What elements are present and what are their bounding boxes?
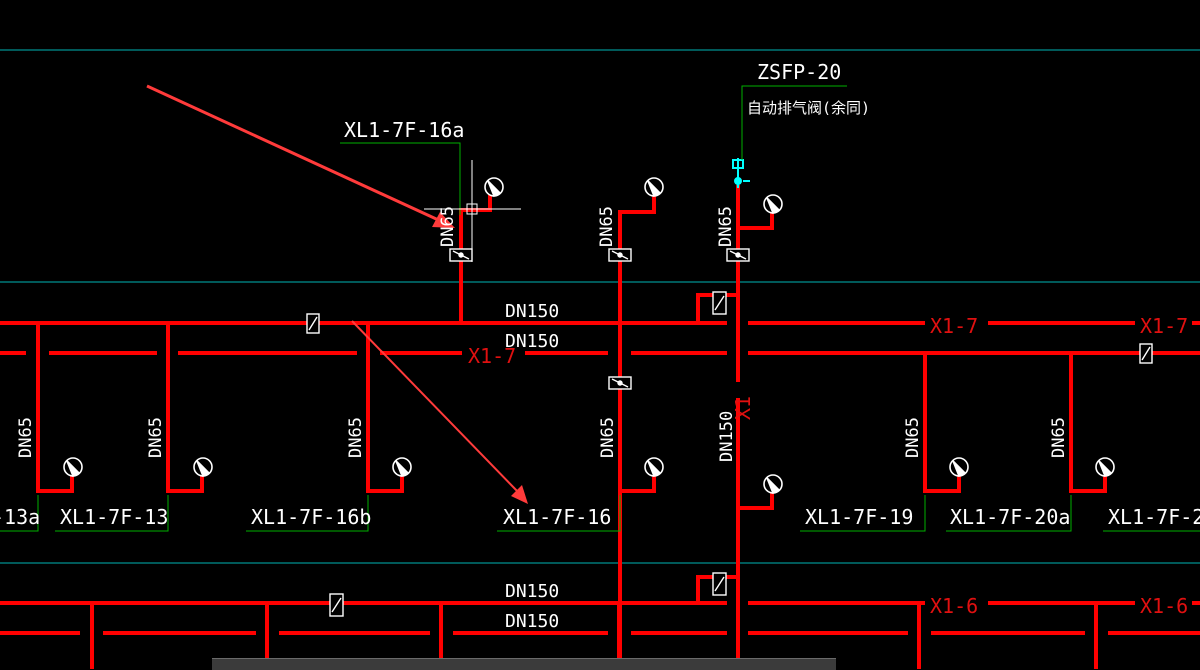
gate-valve-icon	[329, 593, 344, 617]
sprinkler-head-icon	[193, 457, 213, 478]
dn65-label: DN65	[597, 206, 617, 247]
gate-valve-icon	[449, 248, 473, 262]
sprinkler-head-icon	[763, 474, 783, 495]
sprinkler-head-icon	[63, 457, 83, 478]
riser-tag-16b: XL1-7F-16b	[251, 505, 371, 529]
dn65-label: DN65	[903, 417, 923, 458]
valves	[306, 248, 1153, 617]
riser-tag-16: XL1-7F-16	[503, 505, 611, 529]
gate-valve-icon	[608, 376, 632, 390]
dn65-label: DN65	[16, 417, 36, 458]
gate-valve-icon	[712, 572, 727, 596]
sprinkler-head-icon	[763, 194, 783, 215]
riser-tag-19: XL1-7F-19	[805, 505, 913, 529]
dn150-label: DN150	[505, 611, 559, 632]
annotation-arrows	[146, 84, 528, 504]
sprinkler-head-icon	[484, 177, 504, 198]
dn65-label: DN65	[716, 206, 736, 247]
dn150-label: DN150	[505, 331, 559, 352]
loop-label-x1-6: X1-6	[1140, 594, 1188, 618]
loop-label-x1: X1	[731, 396, 755, 420]
sprinkler-head-icon	[644, 457, 664, 478]
riser-tag-16a: XL1-7F-16a	[344, 118, 464, 142]
dn65-label: DN65	[346, 417, 366, 458]
loop-label-x1-7: X1-7	[468, 344, 516, 368]
sprinkler-head-icon	[392, 457, 412, 478]
floor-gridlines	[0, 49, 1200, 564]
gate-valve-icon	[726, 248, 750, 262]
auto-vent-valve-icon	[732, 158, 750, 188]
dn150-vertical-label: DN150	[717, 411, 737, 462]
loop-label-x1-7: X1-7	[930, 314, 978, 338]
riser-tag-13a: -13a	[0, 505, 40, 529]
sprinkler-heads	[63, 177, 1115, 495]
dn65-label: DN65	[146, 417, 166, 458]
vent-valve-note: 自动排气阀(余同)	[747, 99, 870, 117]
riser-tag-13: XL1-7F-13	[60, 505, 168, 529]
sprinkler-head-icon	[949, 457, 969, 478]
text-labels: ZSFP-20 自动排气阀(余同) XL1-7F-16a XL1-7F-16 X…	[0, 60, 1200, 632]
riser-tag-20a: XL1-7F-20a	[950, 505, 1070, 529]
riser-tag-2: XL1-7F-2	[1108, 505, 1200, 529]
leader-lines	[0, 85, 1200, 532]
command-line-bar[interactable]	[212, 658, 836, 670]
dn150-label: DN150	[505, 301, 559, 322]
loop-label-x1-6: X1-6	[930, 594, 978, 618]
dn65-label: DN65	[598, 417, 618, 458]
sprinkler-head-icon	[644, 177, 664, 198]
gate-valve-icon	[306, 313, 320, 334]
vent-valve-tag: ZSFP-20	[757, 60, 841, 84]
sprinkler-head-icon	[1095, 457, 1115, 478]
crosshair-cursor-icon	[424, 160, 521, 262]
main-pipes	[0, 185, 1200, 669]
loop-label-x1-7: X1-7	[1140, 314, 1188, 338]
dn65-label: DN65	[438, 206, 458, 247]
gate-valve-icon	[712, 291, 727, 315]
gate-valve-icon	[1139, 343, 1153, 364]
dn150-label: DN150	[505, 581, 559, 602]
gate-valve-icon	[608, 248, 632, 262]
dn65-label: DN65	[1049, 417, 1069, 458]
